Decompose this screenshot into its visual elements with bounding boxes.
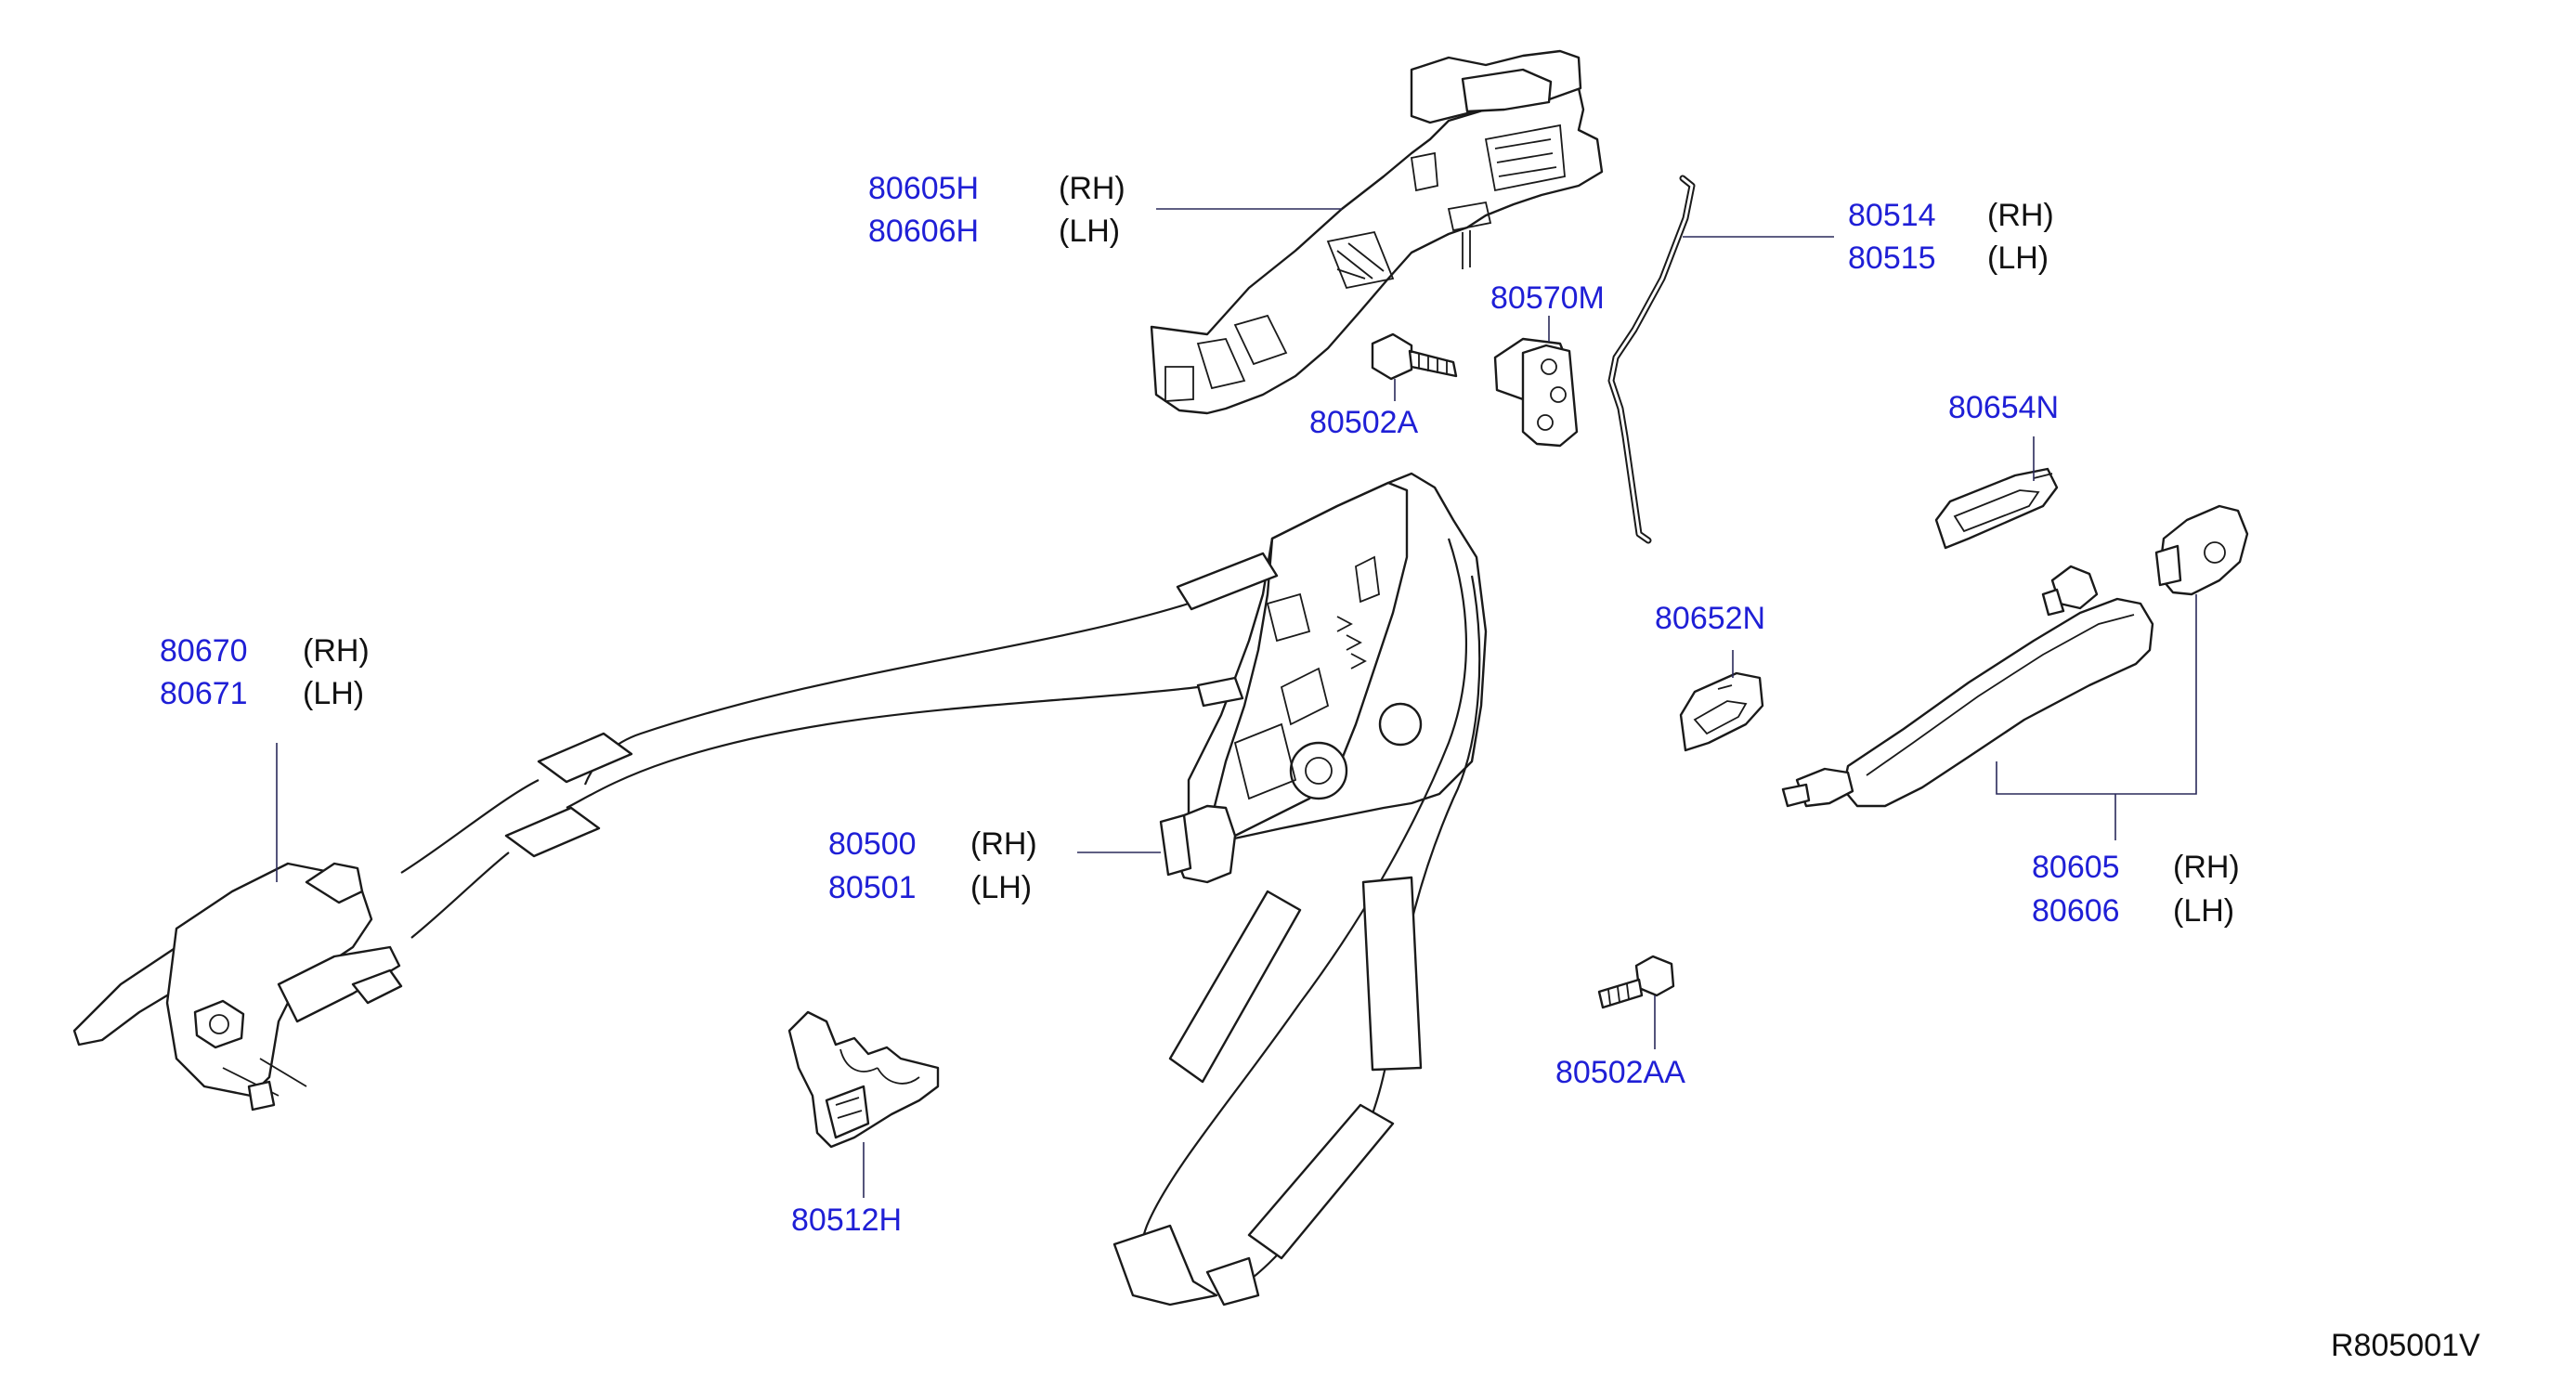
part-number: 80514 [1848, 198, 1936, 233]
part-number: 80670 [160, 633, 248, 669]
side-label: (LH) [303, 676, 364, 711]
side-label: (RH) [1059, 171, 1125, 206]
callout-80570m: 80570M [1490, 280, 1605, 316]
part-number: 80500 [828, 826, 917, 862]
callout-80670: 80670 (RH) 80671 (LH) [160, 633, 370, 711]
callout-80654n: 80654N [1948, 390, 2059, 425]
bolt-80502aa-part [1597, 955, 1675, 1009]
callout-80605: 80605 (RH) 80606 (LH) [2032, 850, 2240, 929]
callout-80512h: 80512H [791, 1202, 902, 1238]
side-label: (LH) [1987, 240, 2049, 276]
lock-rod-part [1607, 175, 1696, 544]
handle-bracket-part [1150, 49, 1604, 415]
cap-80654n-part [1934, 467, 2059, 550]
callout-80502aa: 80502AA [1555, 1055, 1685, 1090]
side-label: (LH) [1059, 214, 1120, 249]
part-number: 80502AA [1555, 1055, 1685, 1090]
part-number: 80605 [2032, 850, 2120, 885]
part-number: 80606 [2032, 893, 2120, 929]
part-number: 80502A [1309, 405, 1419, 440]
side-label: (RH) [970, 826, 1037, 862]
reference-code: R805001V [2331, 1328, 2480, 1363]
part-number: 80512H [791, 1202, 902, 1238]
part-number: 80515 [1848, 240, 1936, 276]
inside-handle-part [72, 862, 403, 1112]
clip-80512h-part [787, 1010, 940, 1149]
control-cables [400, 538, 1481, 1306]
callout-80652n: 80652N [1655, 601, 1765, 636]
callout-80514: 80514 (RH) 80515 (LH) [1848, 198, 2054, 276]
side-label: (LH) [2173, 893, 2234, 929]
side-label: (RH) [303, 633, 370, 669]
part-number: 80501 [828, 870, 917, 905]
outside-handle-part [1781, 504, 2249, 808]
door-lock-actuator-part [1159, 472, 1488, 884]
escutcheon-80652n-part [1679, 671, 1764, 752]
callout-80500: 80500 (RH) 80501 (LH) [828, 826, 1037, 905]
part-number: 80671 [160, 676, 248, 711]
side-label: (RH) [2173, 850, 2240, 885]
side-label: (LH) [970, 870, 1032, 905]
part-number: 80570M [1490, 280, 1605, 316]
leader-lines [276, 208, 2197, 1198]
part-number: 80652N [1655, 601, 1765, 636]
callout-80502a: 80502A [1309, 405, 1419, 440]
side-label: (RH) [1987, 198, 2054, 233]
bolt-80502a-part [1371, 332, 1458, 381]
striker-plate-part [1493, 337, 1579, 448]
part-number: 80605H [868, 171, 979, 206]
part-number: 80606H [868, 214, 979, 249]
part-number: 80654N [1948, 390, 2059, 425]
callout-80605h: 80605H (RH) 80606H (LH) [868, 171, 1125, 249]
